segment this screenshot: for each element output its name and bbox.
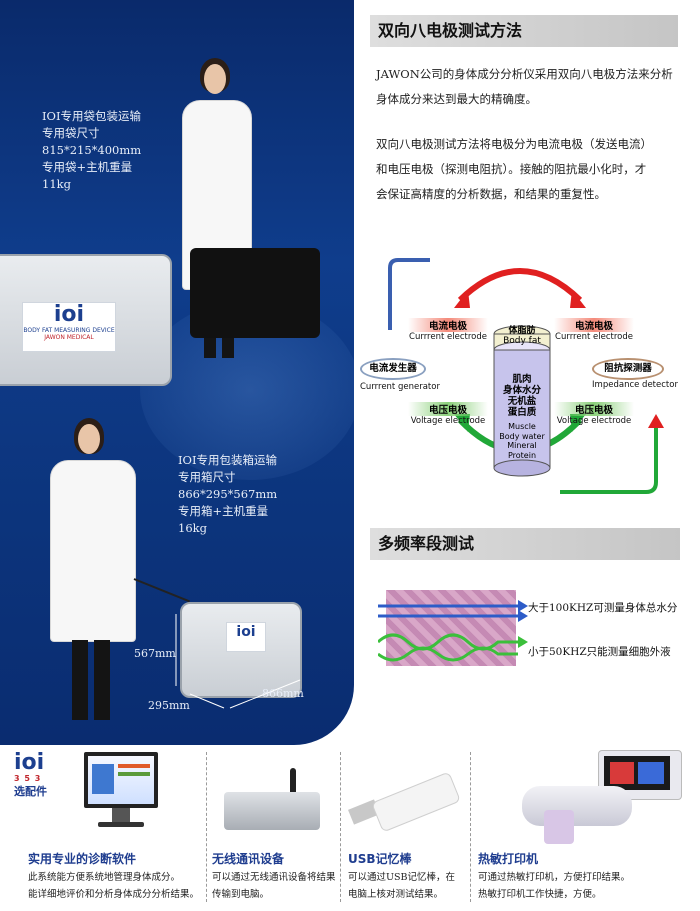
accessory-wireless-line1: 可以通过无线通讯设备将结果	[212, 872, 336, 883]
voltage-electrode-left-en: Voltage electrode	[410, 416, 486, 426]
device-name-label: BODY FAT MEASURING DEVICE	[23, 327, 115, 334]
core-en-0: Muscle	[508, 422, 536, 431]
accessory-wireless-line2: 传输到电脑。	[212, 889, 270, 900]
voltage-electrode-left: 电压电极 Voltage electrode	[408, 402, 488, 426]
current-electrode-left-en: Currrent electrode	[409, 332, 487, 342]
method-para2-line1: 双向八电极测试方法将电极分为电流电极（发送电流）	[376, 137, 652, 151]
accessory-software-line1: 此系统能方便系统地管理身体成分。	[28, 872, 181, 883]
accessory-usb-title: USB记忆棒	[348, 852, 412, 866]
accessory-usb-line2: 电脑上核对测试结果。	[348, 889, 444, 900]
method-para2-line2: 和电压电极（探测电阻抗）。接触的阻抗最小化时，才	[376, 162, 647, 176]
thermal-printer-image	[512, 750, 688, 848]
body-fat-en: Body fat	[503, 336, 541, 346]
dimension-width: 866mm	[262, 687, 304, 700]
carry-bag	[190, 248, 320, 338]
method-para1-line2: 身体成分来达到最大的精确度。	[376, 92, 537, 106]
transport-panel: IOI专用袋包装运输 专用袋尺寸 815*215*400mm 专用袋+主机重量 …	[0, 0, 354, 745]
transport-case-label: ioi	[226, 622, 266, 652]
case-weight-value: 16kg	[178, 521, 207, 535]
frequency-arrows	[378, 600, 528, 662]
accessory-printer-title: 热敏打印机	[478, 852, 539, 866]
body-fat-label: 体脂肪 Body fat	[494, 326, 550, 346]
core-en-2: Mineral	[507, 441, 537, 450]
device-case-image: ioi BODY FAT MEASURING DEVICE JAWON MEDI…	[0, 254, 172, 386]
bag-caption-title: IOI专用袋包装运输	[42, 109, 142, 123]
bag-weight-label: 专用袋+主机重量	[42, 160, 133, 174]
brand-label: JAWON MEDICAL	[44, 334, 94, 341]
current-electrode-right-en: Currrent electrode	[555, 332, 633, 342]
case-weight-label: 专用箱+主机重量	[178, 504, 269, 518]
usb-stick-image	[348, 771, 461, 834]
method-title: 双向八电极测试方法	[370, 15, 678, 47]
eight-electrode-diagram: 体脂肪 Body fat 肌肉 身体水分 无机盐 蛋白质 Muscle Body…	[350, 250, 700, 500]
core-cn-3: 蛋白质	[507, 407, 537, 418]
accessory-software-line2: 能详细地评价和分析身体成分分析结果。	[28, 889, 200, 900]
case-size-label: 专用箱尺寸	[178, 470, 236, 484]
woman-with-bag-image	[176, 58, 326, 368]
method-para1-line1: JAWON公司的身体成分分析仪采用双向八电极方法来分析	[376, 67, 673, 81]
voltage-electrode-left-cn: 电压电极	[408, 402, 488, 416]
current-generator-en: Currrent generator	[360, 382, 440, 392]
case-dimension-lines	[175, 614, 301, 709]
accessory-usb: USB记忆棒 可以通过USB记忆棒，在 电脑上核对测试结果。	[348, 850, 455, 903]
impedance-detector-oval: 阻抗探测器	[592, 358, 664, 380]
core-cn-2: 无机盐	[507, 396, 537, 407]
core-components-cn: 肌肉 身体水分 无机盐 蛋白质	[490, 374, 554, 418]
accessory-wireless: 无线通讯设备 可以通过无线通讯设备将结果 传输到电脑。	[212, 850, 336, 903]
voltage-electrode-right-cn: 电压电极	[554, 402, 634, 416]
case-size-value: 866*295*567mm	[178, 487, 278, 501]
voltage-electrode-right-en: Voltage electrode	[556, 416, 632, 426]
device-case-label: ioi BODY FAT MEASURING DEVICE JAWON MEDI…	[22, 302, 116, 352]
ioi-logo: ioi	[53, 302, 85, 327]
body-fat-cn: 体脂肪	[508, 326, 536, 336]
method-para2-line3: 会保证高精度的分析数据，和结果的重复性。	[376, 187, 606, 201]
accessory-wireless-title: 无线通讯设备	[212, 852, 285, 866]
software-monitor-image	[84, 752, 160, 832]
high-frequency-text: 大于100KHZ可测量身体总水分	[528, 602, 678, 614]
transport-case-logo: ioi	[236, 624, 256, 640]
accessory-printer-line2: 热敏打印机工作快捷，方便。	[478, 889, 602, 900]
accessories-ioi-logo: ioi	[14, 750, 45, 775]
accessories-label: 选配件	[14, 785, 47, 798]
bag-caption: IOI专用袋包装运输 专用袋尺寸 815*215*400mm 专用袋+主机重量 …	[42, 108, 141, 193]
case-caption: IOI专用包装箱运输 专用箱尺寸 866*295*567mm 专用箱+主机重量 …	[178, 452, 277, 537]
method-paragraph-2: 双向八电极测试方法将电极分为电流电极（发送电流） 和电压电极（探测电阻抗）。接触…	[376, 132, 652, 207]
core-components-en: Muscle Body water Mineral Protein	[490, 422, 554, 460]
accessory-printer: 热敏打印机 可通过热敏打印机，方便打印结果。 热敏打印机工作快捷，方便。	[478, 850, 630, 903]
current-electrode-left: 电流电极 Currrent electrode	[408, 318, 488, 342]
transport-case-image: ioi	[180, 602, 302, 698]
core-en-1: Body water	[499, 431, 545, 441]
woman-with-case-image	[44, 418, 154, 728]
accessory-usb-line1: 可以通过USB记忆棒，在	[348, 872, 455, 883]
divider-2	[340, 752, 341, 902]
dimension-height: 567mm	[134, 647, 176, 660]
wireless-device-image	[224, 768, 324, 834]
divider-3	[470, 752, 471, 902]
current-electrode-right-cn: 电流电极	[554, 318, 634, 332]
accessories-badge: ioi 3 5 3 选配件	[14, 752, 47, 799]
core-en-3: Protein	[507, 450, 537, 460]
voltage-electrode-right: 电压电极 Voltage electrode	[554, 402, 634, 426]
multi-frequency-title: 多频率段测试	[370, 528, 680, 560]
core-cn-0: 肌肉	[512, 374, 532, 385]
bag-size-value: 815*215*400mm	[42, 143, 142, 157]
case-caption-title: IOI专用包装箱运输	[178, 453, 278, 467]
bag-size-label: 专用袋尺寸	[42, 126, 100, 140]
current-electrode-left-cn: 电流电极	[408, 318, 488, 332]
bag-weight-value: 11kg	[42, 177, 71, 191]
current-generator-oval: 电流发生器	[360, 358, 426, 380]
low-frequency-text: 小于50KHZ只能测量细胞外液	[528, 646, 671, 658]
impedance-detector-en: Impedance detector	[592, 380, 678, 390]
method-paragraph-1: JAWON公司的身体成分分析仪采用双向八电极方法来分析 身体成分来达到最大的精确…	[376, 62, 673, 112]
diagram-arrows	[388, 258, 664, 494]
current-electrode-right: 电流电极 Currrent electrode	[554, 318, 634, 342]
divider-1	[206, 752, 207, 902]
accessory-printer-line1: 可通过热敏打印机，方便打印结果。	[478, 872, 631, 883]
core-cn-1: 身体水分	[502, 385, 541, 396]
accessory-software-title: 实用专业的诊断软件	[28, 852, 137, 866]
accessory-software: 实用专业的诊断软件 此系统能方便系统地管理身体成分。 能详细地评价和分析身体成分…	[28, 850, 199, 903]
accessories-model: 3 5 3	[14, 774, 42, 783]
dimension-depth: 295mm	[148, 699, 190, 712]
